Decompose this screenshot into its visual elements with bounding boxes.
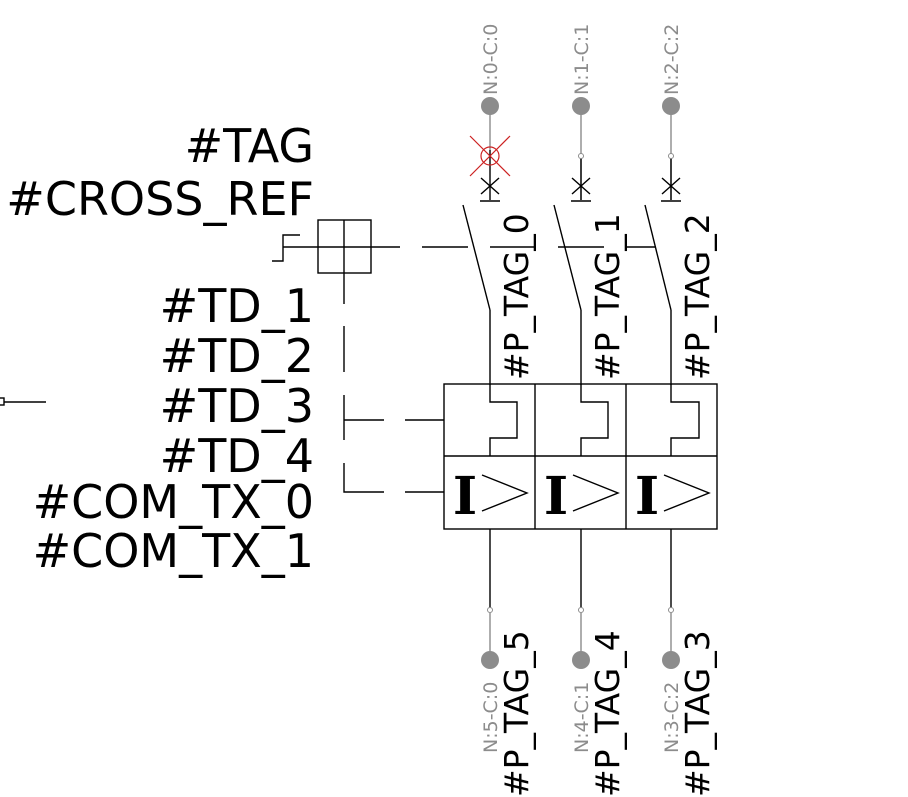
td1-label: #TD_1	[160, 279, 314, 333]
top-node-dot-1[interactable]	[572, 97, 590, 115]
thermal-element-2	[580, 384, 609, 456]
protection-block: I I I	[443, 383, 718, 530]
td4-label: #TD_4	[160, 429, 314, 483]
top-node-dot-0[interactable]	[481, 97, 499, 115]
mechanical-linkage	[343, 246, 656, 493]
bottom-node-label-0: N:5-C:0	[480, 682, 502, 753]
top-node-label-2: N:2-C:2	[661, 24, 683, 95]
pin-dot	[668, 153, 674, 159]
pole-2	[553, 110, 591, 385]
magnetic-trip-icon	[572, 474, 620, 512]
trip-glyph-1: I	[453, 466, 477, 527]
tag-label: #TAG	[185, 119, 314, 173]
com-tx0-label: #COM_TX_0	[33, 475, 314, 529]
bottom-node-label-2: N:3-C:2	[661, 682, 683, 753]
attribute-labels: #TAG #CROSS_REF #TD_1 #TD_2 #TD_3 #TD_4 …	[6, 119, 314, 578]
top-node-label-1: N:1-C:1	[571, 24, 593, 95]
top-pin-tag-2: #P_TAG_2	[678, 213, 717, 380]
bottom-pin-tag-0: #P_TAG_5	[497, 630, 536, 797]
magnetic-trip-icon	[663, 474, 711, 512]
pin-dot	[578, 153, 584, 159]
top-pin-tag-0: #P_TAG_0	[497, 213, 536, 380]
trip-glyph-3: I	[635, 466, 659, 527]
operator-actuator	[272, 219, 372, 274]
td3-label: #TD_3	[160, 379, 314, 433]
bottom-pin-tag-1: #P_TAG_4	[588, 630, 627, 797]
bottom-node-dot-0[interactable]	[481, 651, 499, 669]
trip-glyph-2: I	[544, 466, 568, 527]
bottom-node-dot-2[interactable]	[662, 651, 680, 669]
bottom-pin-tag-2: #P_TAG_3	[678, 630, 717, 797]
top-node-dot-2[interactable]	[662, 97, 680, 115]
cross-ref-label: #CROSS_REF	[6, 172, 314, 226]
com-tx1-label: #COM_TX_1	[33, 524, 314, 578]
error-marker-icon	[469, 135, 511, 177]
thermal-element-3	[670, 384, 700, 456]
thermal-element-1	[489, 384, 518, 456]
bottom-node-dot-1[interactable]	[572, 651, 590, 669]
pole-1	[462, 110, 500, 385]
bottom-node-label-1: N:4-C:1	[571, 682, 593, 753]
magnetic-trip-icon	[481, 474, 529, 512]
left-stub-connector	[0, 397, 46, 406]
td2-label: #TD_2	[160, 329, 314, 383]
top-pin-tag-1: #P_TAG_1	[588, 213, 627, 380]
top-node-label-0: N:0-C:0	[480, 24, 502, 95]
